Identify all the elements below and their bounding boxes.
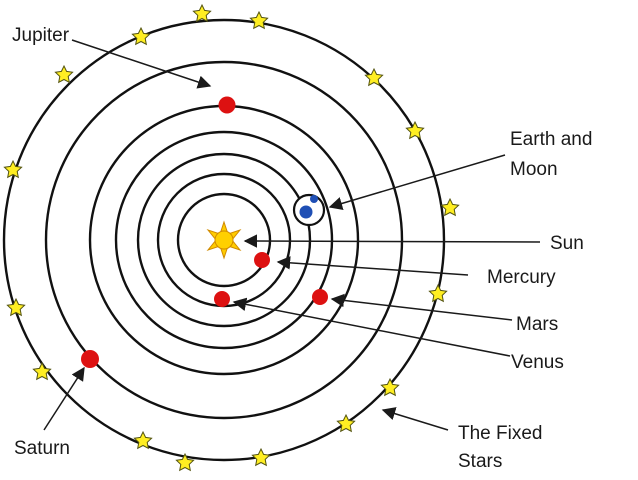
star-icon	[428, 283, 448, 303]
label-venus: Venus	[511, 352, 564, 373]
star-icon	[249, 10, 269, 30]
planet-venus	[214, 291, 230, 307]
orbit-saturn	[44, 60, 404, 420]
label-mars: Mars	[516, 314, 558, 335]
star-icon	[175, 452, 195, 472]
star-icon	[133, 430, 153, 450]
star-icon	[364, 67, 384, 87]
label-fixed-stars-line1: The Fixed	[458, 423, 542, 444]
star-icon	[131, 26, 151, 46]
planet-saturn	[81, 350, 99, 368]
orbit-sun	[136, 152, 312, 328]
label-sun: Sun	[550, 233, 584, 254]
planet-jupiter	[218, 96, 236, 114]
label-jupiter: Jupiter	[12, 25, 70, 46]
star-icon	[336, 413, 356, 433]
arrow-earth-moon	[328, 154, 506, 211]
leader-arrows	[43, 39, 541, 431]
arrow-venus	[232, 297, 511, 357]
star-icon	[54, 64, 74, 84]
label-earth-moon-line2: Moon	[510, 159, 558, 180]
star-icon	[440, 197, 460, 217]
star-icon	[6, 297, 26, 317]
arrow-fixed-stars	[381, 407, 449, 431]
labels: Jupiter Earth and Moon Sun Mercury Mars …	[12, 25, 592, 472]
orbit-mercury	[176, 192, 272, 288]
label-saturn: Saturn	[14, 438, 70, 459]
label-fixed-stars-line2: Stars	[458, 451, 502, 472]
arrow-mercury	[276, 256, 469, 276]
arrow-sun	[243, 234, 541, 248]
star-icon	[192, 3, 212, 23]
planet-mercury	[254, 252, 270, 268]
orbit-mars	[114, 130, 334, 350]
arrow-jupiter	[71, 39, 212, 89]
earth	[299, 205, 313, 219]
star-icon	[32, 361, 52, 381]
star-icon	[405, 120, 425, 140]
planets	[81, 96, 328, 368]
arrow-saturn	[43, 366, 85, 431]
earth-moon	[292, 193, 326, 227]
planet-mars	[312, 289, 328, 305]
moon	[310, 195, 318, 203]
star-icon	[3, 159, 23, 179]
star-icon	[380, 377, 400, 397]
label-earth-moon-line1: Earth and	[510, 129, 592, 150]
star-icon	[251, 447, 271, 467]
arrow-mars	[330, 293, 513, 321]
fixed-stars	[3, 3, 460, 472]
label-mercury: Mercury	[487, 267, 556, 288]
orbit-fixed-stars	[2, 18, 446, 462]
sun-icon	[206, 220, 242, 260]
